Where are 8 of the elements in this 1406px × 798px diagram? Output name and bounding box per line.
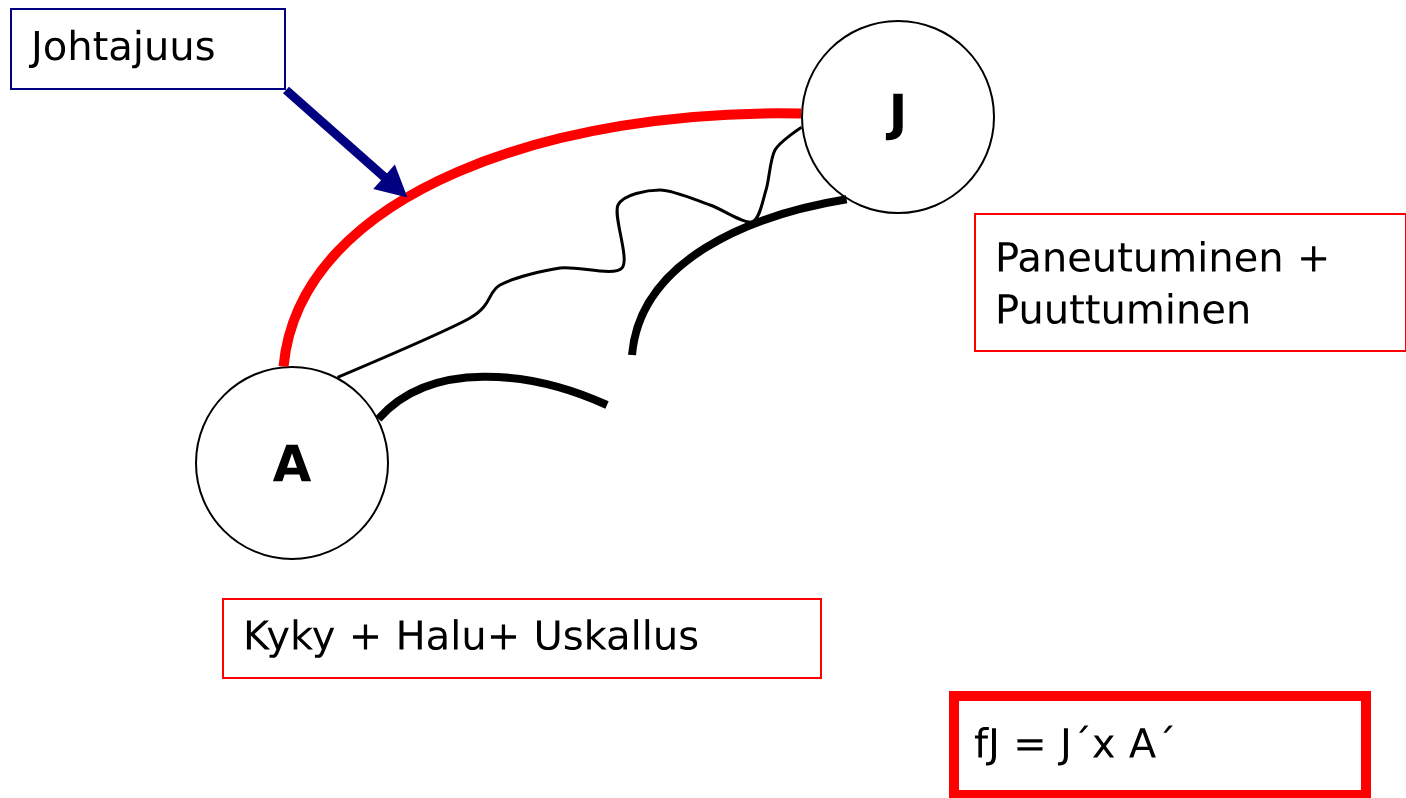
connector-line (336, 125, 803, 379)
formula-box: fJ = J´x A´ (949, 691, 1371, 798)
connector-line (278, 108, 802, 368)
label-box: Kyky + Halu+ Uskallus (222, 598, 822, 679)
connector-line (375, 372, 609, 422)
connector-line (628, 195, 848, 356)
label-box: Johtajuus (10, 8, 286, 90)
label-box: Paneutuminen + Puuttuminen (974, 213, 1406, 352)
